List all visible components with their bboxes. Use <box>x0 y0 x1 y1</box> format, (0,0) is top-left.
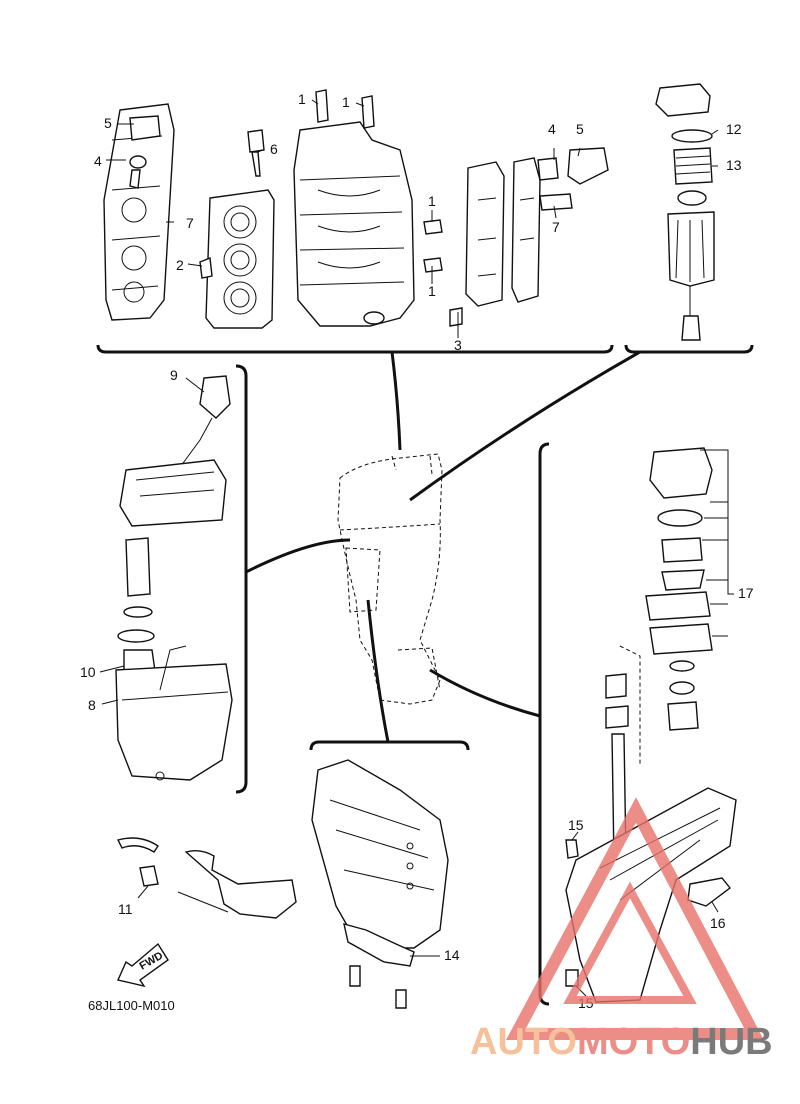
callout-16: 16 <box>710 915 726 931</box>
callout-11: 11 <box>118 901 133 917</box>
callout-1d: 1 <box>428 283 436 299</box>
callout-9: 9 <box>170 367 178 383</box>
top-bracket-left <box>96 344 614 354</box>
outboard-motor-outline <box>337 453 443 705</box>
watermark-text-hub: HUB <box>690 1021 772 1063</box>
callout-17: 17 <box>738 585 754 601</box>
callout-7a: 7 <box>186 215 194 231</box>
right-bracket <box>538 442 550 1006</box>
callout-2: 2 <box>176 257 184 273</box>
swivel-bracket-part <box>311 759 449 1009</box>
gasket-part <box>465 157 541 307</box>
connector-bracket <box>366 599 390 743</box>
cylinder-head-part <box>199 129 275 329</box>
callout-1a: 1 <box>298 91 306 107</box>
callout-4b: 4 <box>548 121 556 137</box>
callout-14: 14 <box>444 947 460 963</box>
thermostat-cover-part <box>537 147 609 211</box>
callout-5b: 5 <box>576 121 584 137</box>
watermark-triangle-inner <box>563 881 697 1004</box>
lower-casing-part <box>565 787 737 1003</box>
connector-filter <box>409 350 641 502</box>
exhaust-cover-part <box>103 103 175 321</box>
watermark-triangle <box>505 797 764 1040</box>
left-bracket <box>235 364 248 794</box>
callout-1b: 1 <box>342 94 350 110</box>
leader-lines <box>99 99 734 997</box>
callout-6: 6 <box>270 141 278 157</box>
crankcase-block-part <box>293 89 463 327</box>
fuel-filter-part <box>655 83 715 341</box>
vapor-separator-part <box>115 375 233 781</box>
hose-cooling-part <box>116 837 297 919</box>
water-pump-part <box>645 447 713 731</box>
callout-4a: 4 <box>94 153 102 169</box>
connector-fuel <box>245 538 351 574</box>
callout-7b: 7 <box>552 219 560 235</box>
watermark-text-moto: MOTO <box>577 1021 690 1063</box>
top-bracket-right <box>624 344 754 354</box>
callout-3: 3 <box>454 337 462 353</box>
watermark-text: AUTOMOTOHUB <box>470 1021 773 1063</box>
connector-powerhead <box>390 351 402 451</box>
callout-15a: 15 <box>568 817 584 833</box>
callout-10: 10 <box>80 664 96 680</box>
fwd-arrow: FWD <box>117 942 169 988</box>
watermark-text-auto: AUTO <box>470 1021 577 1063</box>
bottom-bracket <box>309 740 470 751</box>
callout-12: 12 <box>726 121 742 137</box>
watermark-logo: AUTOMOTOHUB <box>470 797 773 1063</box>
callout-13: 13 <box>726 157 742 173</box>
callout-numbers: 1 1 1 1 2 3 4 4 5 5 6 7 7 8 9 10 11 12 1… <box>80 91 754 1011</box>
callout-1c: 1 <box>428 193 436 209</box>
callout-8: 8 <box>88 697 96 713</box>
diagram-code: 68JL100-M010 <box>88 998 175 1013</box>
callout-5a: 5 <box>104 115 112 131</box>
connector-lower <box>429 668 541 718</box>
